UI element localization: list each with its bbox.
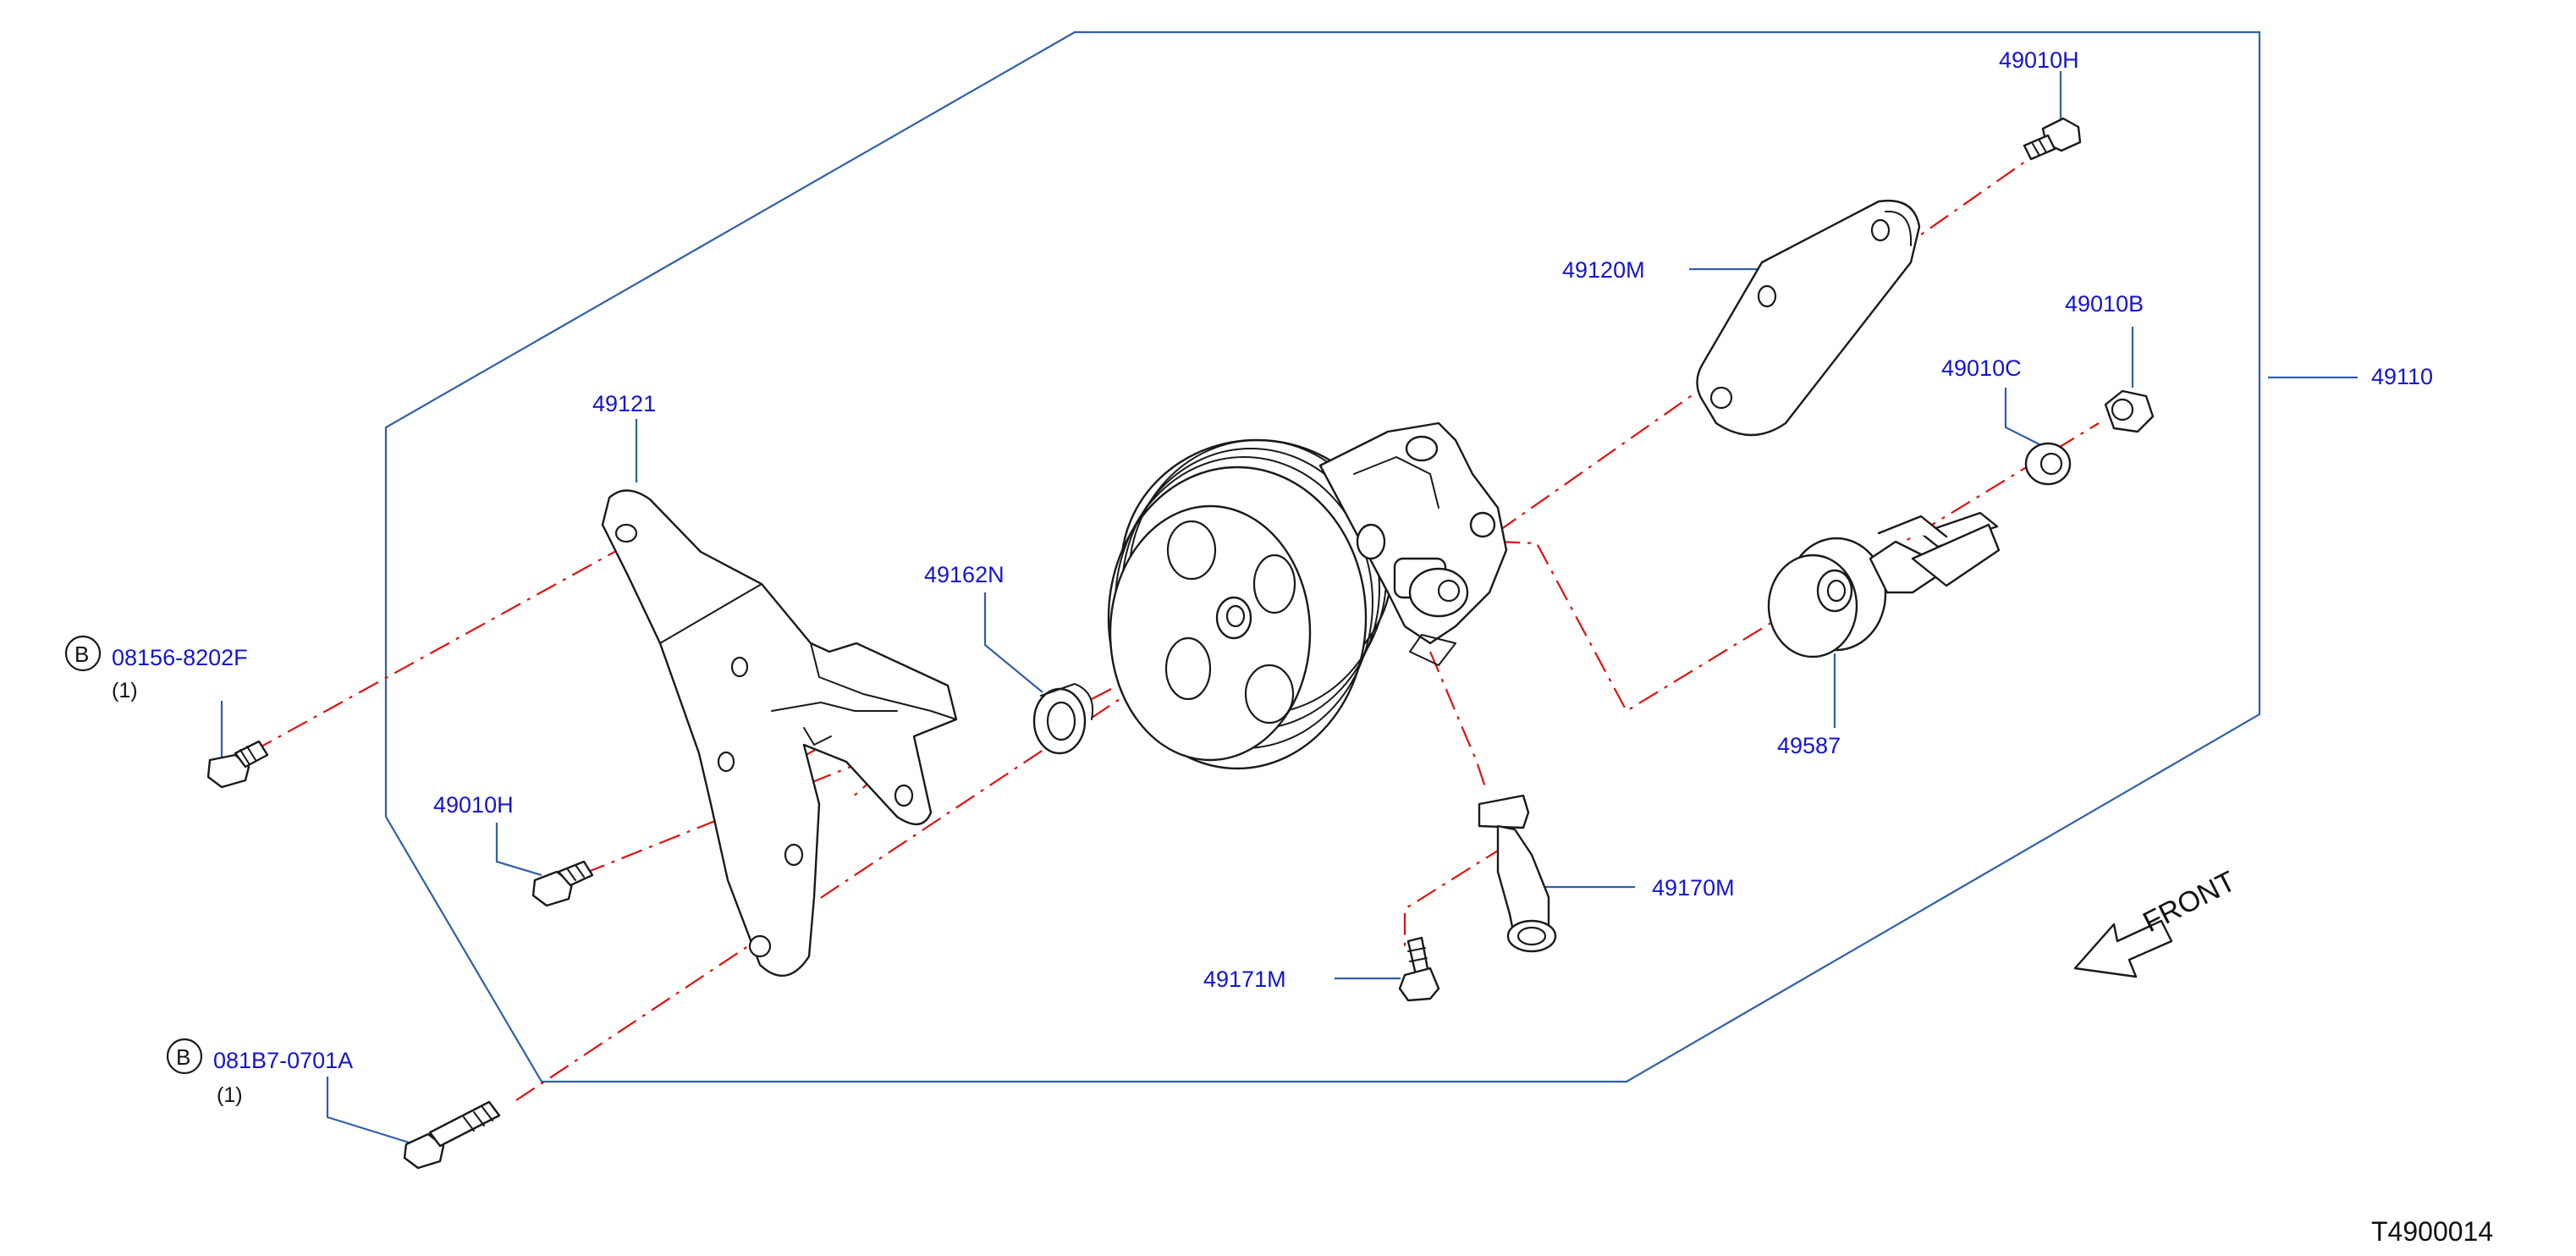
- label-49110[interactable]: 49110: [2371, 364, 2433, 389]
- svg-text:B: B: [74, 642, 89, 667]
- bolt-marker-1: B: [64, 635, 102, 672]
- label-49120M[interactable]: 49120M: [1562, 257, 1645, 283]
- label-49010C[interactable]: 49010C: [1941, 355, 2022, 381]
- label-49010B[interactable]: 49010B: [2065, 291, 2144, 317]
- label-08156-8202F[interactable]: 08156-8202F: [112, 645, 248, 670]
- fitting-49170M[interactable]: [1478, 794, 1557, 953]
- label-49010H-left[interactable]: 49010H: [433, 792, 514, 818]
- bracket-49121[interactable]: [601, 489, 958, 978]
- svg-text:B: B: [176, 1044, 190, 1070]
- label-49010H-top[interactable]: 49010H: [1999, 47, 2079, 73]
- pump-pulley[interactable]: [1107, 438, 1394, 770]
- bolt-49010H-top[interactable]: [2023, 117, 2082, 161]
- assembly-boundary: [384, 30, 2261, 1083]
- seal-49162N[interactable]: [1032, 683, 1093, 755]
- label-49171M[interactable]: 49171M: [1203, 967, 1286, 992]
- label-081B7-0701A[interactable]: 081B7-0701A: [213, 1048, 353, 1073]
- bolt-marker-2: B: [166, 1038, 203, 1075]
- qty-081B7-0701A: (1): [217, 1083, 243, 1107]
- front-label: FRONT: [2138, 865, 2241, 939]
- label-49121[interactable]: 49121: [592, 391, 656, 416]
- washer-49010C[interactable]: [2024, 442, 2072, 486]
- bolt-49010H-left[interactable]: [531, 860, 594, 907]
- front-arrow: [2073, 919, 2173, 978]
- label-49587[interactable]: 49587: [1777, 733, 1841, 758]
- idler-pulley-49587[interactable]: [1767, 511, 2001, 658]
- bracket-49120M[interactable]: [1696, 199, 1921, 437]
- pump-body[interactable]: [1318, 421, 1508, 666]
- diagram-id: T4900014: [2371, 1216, 2493, 1247]
- bolt-081B7-0701A[interactable]: [403, 1100, 501, 1170]
- bolt-08156-8202F[interactable]: [206, 740, 269, 789]
- nut-49010B[interactable]: [2104, 389, 2155, 433]
- leader-lines: [220, 71, 2358, 1146]
- label-49170M[interactable]: 49170M: [1652, 875, 1735, 901]
- qty-08156-8202F: (1): [112, 679, 138, 702]
- label-49162N[interactable]: 49162N: [924, 562, 1005, 587]
- bolt-49171M[interactable]: [1398, 936, 1440, 1002]
